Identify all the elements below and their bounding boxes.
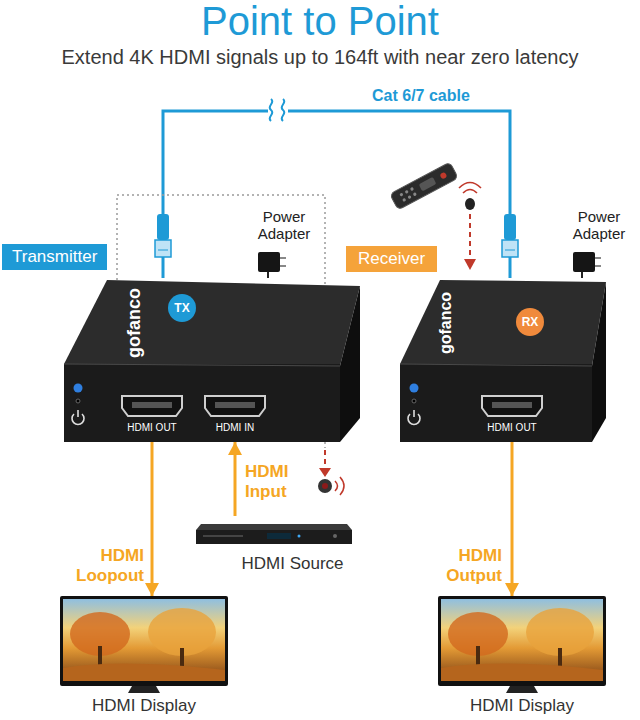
hdmi-display: HDMI Display bbox=[438, 596, 606, 718]
power-adapter: Power Adapter bbox=[250, 208, 318, 272]
adapter-label: Power Adapter bbox=[565, 208, 633, 242]
rx-badge: RX bbox=[516, 308, 544, 336]
tag-label: Transmitter bbox=[12, 247, 97, 267]
port-label: HDMI IN bbox=[216, 422, 254, 434]
rj45-plug bbox=[155, 214, 171, 257]
brand-logo: gofanco bbox=[437, 292, 455, 354]
title: Point to Point bbox=[0, 0, 640, 45]
tx-badge: TX bbox=[168, 294, 196, 322]
adapter-label: Power Adapter bbox=[250, 208, 318, 242]
power-adapter: Power Adapter bbox=[565, 208, 633, 272]
power-cord bbox=[582, 272, 583, 278]
ir-receiver bbox=[318, 450, 344, 495]
badge-label: TX bbox=[174, 301, 189, 315]
hdmi-source: HDMI Source bbox=[195, 516, 390, 580]
device-label: HDMI Source bbox=[195, 554, 390, 574]
receiver-device-shape bbox=[398, 278, 608, 442]
edge-label: Cat 6/7 cable bbox=[372, 86, 470, 106]
transmitter-tag: Transmitter bbox=[2, 244, 107, 270]
receiver-device: gofancoHDMI OUT RX bbox=[398, 278, 608, 442]
power-cord bbox=[268, 272, 269, 278]
remote-control bbox=[390, 162, 458, 210]
hdmi-arrow bbox=[145, 442, 159, 596]
port-label: HDMI OUT bbox=[487, 422, 536, 434]
subtitle: Extend 4K HDMI signals up to 164ft with … bbox=[0, 45, 640, 69]
rj45-plug bbox=[502, 214, 518, 257]
edge-label: HDMI Loopout bbox=[66, 546, 144, 586]
device-label: HDMI Display bbox=[60, 696, 228, 716]
device-label: HDMI Display bbox=[438, 696, 606, 716]
hdmi-arrow bbox=[505, 442, 519, 596]
transmitter-device-shape bbox=[62, 278, 362, 442]
hdmi-display: HDMI Display bbox=[60, 596, 228, 718]
cat-cable bbox=[163, 111, 510, 278]
hdmi-arrow bbox=[228, 442, 242, 516]
transmitter-device: gofancoHDMI OUT HDMI IN TX bbox=[62, 278, 362, 442]
edge-label: HDMI Input bbox=[245, 462, 307, 502]
badge-label: RX bbox=[522, 315, 539, 329]
port-label: HDMI OUT bbox=[127, 422, 176, 434]
ir-emitter bbox=[459, 183, 481, 271]
receiver-tag: Receiver bbox=[346, 246, 437, 272]
tag-label: Receiver bbox=[358, 249, 425, 269]
cable-break bbox=[268, 99, 288, 121]
edge-label: HDMI Output bbox=[424, 546, 502, 586]
brand-logo: gofanco bbox=[124, 288, 145, 358]
